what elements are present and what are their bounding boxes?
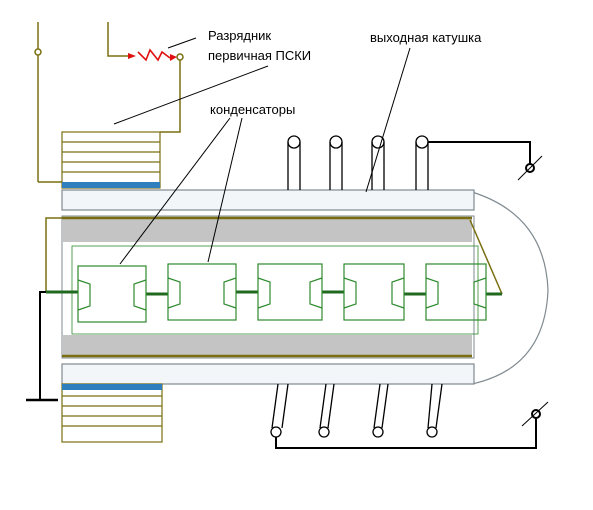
ground-wire [39, 291, 46, 400]
spark-gap-icon [128, 48, 177, 62]
primary-coil-bottom [61, 383, 163, 443]
output-coil-end-cap [471, 191, 549, 385]
capacitor-chain [46, 245, 502, 335]
output-terminal-bottom[interactable] [521, 401, 549, 427]
capacitor-5 [425, 263, 487, 321]
leader-output-coil [365, 47, 411, 193]
spark-gap-feed-wire [107, 22, 130, 57]
output-terminal-top[interactable] [517, 155, 543, 181]
left-terminal[interactable] [34, 48, 42, 56]
capacitor-2 [167, 263, 237, 321]
primary-return-wire [45, 217, 62, 292]
inner-tube-bottom-band [62, 335, 472, 355]
capacitors-label: конденсаторы [210, 102, 295, 117]
output-coil-former-top [61, 189, 475, 211]
primary-coil-label: первичная ПСКИ [208, 48, 311, 63]
spark-gap-output-wire [160, 60, 181, 133]
capacitor-3 [257, 263, 323, 321]
output-coil-turns-top [287, 135, 429, 190]
leader-spark-gap [167, 37, 197, 49]
capacitor-1 [77, 265, 147, 323]
inner-tube-top-band [62, 218, 472, 242]
spark-gap-terminal[interactable] [176, 53, 184, 61]
primary-coil-top [61, 131, 161, 189]
output-lead-top [428, 141, 531, 168]
output-coil-label: выходная катушка [370, 30, 482, 45]
leader-capacitor-b [207, 117, 243, 263]
spark-gap-label: Разрядник [208, 28, 271, 43]
output-lead-bottom [275, 416, 537, 449]
leader-primary-coil [113, 65, 269, 125]
output-coil-turns-bottom [270, 383, 443, 438]
capacitor-4 [343, 263, 405, 321]
diagonal-return-wire [469, 219, 503, 295]
output-coil-former-bottom [61, 363, 475, 385]
leader-capacitor-a [119, 117, 231, 265]
